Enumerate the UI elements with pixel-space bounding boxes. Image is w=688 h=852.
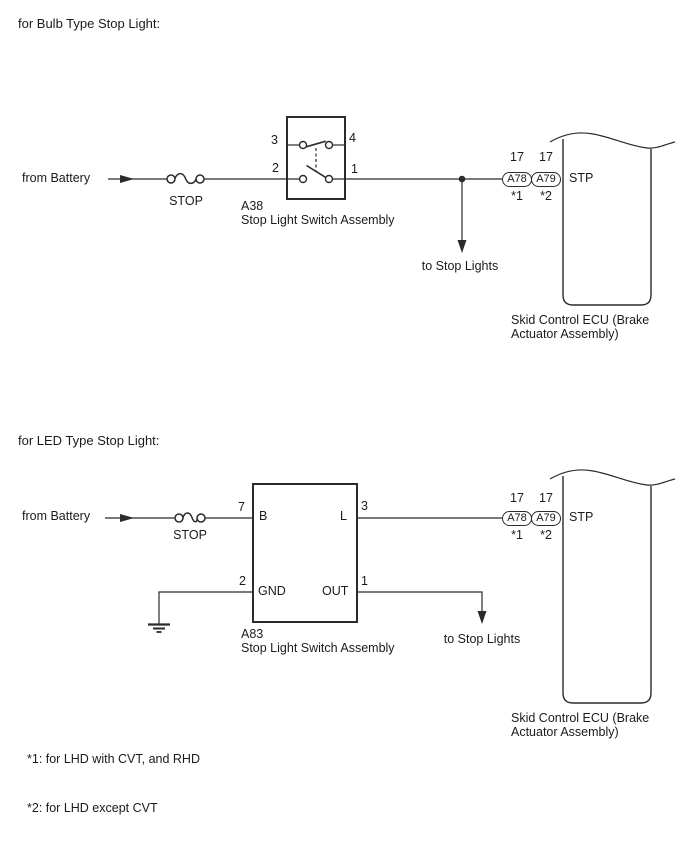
led-connector-a79-pill: A79 — [531, 511, 561, 526]
led-ecu-name-line1: Skid Control ECU (Brake — [511, 711, 650, 725]
led-battery-arrowhead-icon — [120, 514, 134, 522]
led-connector-a78-terminal: 17 — [510, 491, 524, 505]
bulb-branch-arrowhead-icon — [457, 240, 467, 253]
bulb-switch-contact-2 — [298, 174, 308, 184]
led-circuit-lines — [105, 469, 676, 704]
led-connector-a78-pill: A78 — [502, 511, 532, 526]
bulb-branch-label: to Stop Lights — [421, 259, 499, 273]
bulb-pin-2-label: 2 — [272, 161, 279, 175]
led-terminal-l-label: L — [340, 509, 347, 523]
bulb-ecu-torn-edge — [549, 132, 676, 149]
bulb-battery-arrowhead-icon — [120, 175, 134, 183]
bulb-ecu-name-line1: Skid Control ECU (Brake — [511, 313, 650, 327]
led-ecu-terminal-label: STP — [569, 510, 594, 524]
bulb-connector-a79-terminal: 17 — [539, 150, 553, 164]
bulb-connector-a78-pill: A78 — [502, 172, 532, 187]
bulb-connector-a78-terminal: 17 — [510, 150, 524, 164]
bulb-switch-box — [286, 116, 346, 200]
led-switch-name-label: Stop Light Switch Assembly — [241, 641, 395, 655]
bulb-connector-a79-note: *2 — [540, 189, 552, 203]
led-fuse-right-terminal — [196, 513, 206, 523]
bulb-connector-a78-note: *1 — [511, 189, 523, 203]
led-fuse-left-terminal — [174, 513, 184, 523]
bulb-pin-1-label: 1 — [351, 162, 358, 176]
led-out-wire — [357, 591, 483, 612]
led-switch-box — [252, 483, 358, 623]
led-fuse-element-icon — [182, 512, 199, 523]
led-pin-2-label: 2 — [239, 574, 246, 588]
bulb-switch-contact-1 — [324, 174, 334, 184]
led-pin-3-label: 3 — [361, 499, 368, 513]
bulb-fuse-label: STOP — [169, 194, 203, 208]
bulb-circuit-lines — [108, 116, 676, 306]
bulb-connector-a79-pill: A79 — [531, 172, 561, 187]
bulb-switch-closed-arm — [305, 140, 327, 148]
led-ecu-outline — [562, 476, 652, 704]
led-terminal-gnd-label: GND — [258, 584, 286, 598]
led-ecu-name-line2: Actuator Assembly) — [511, 725, 619, 739]
bulb-switch-name-label: Stop Light Switch Assembly — [241, 213, 395, 227]
led-terminal-out-label: OUT — [322, 584, 349, 598]
bulb-fuse-element-icon — [174, 172, 197, 185]
bulb-from-battery-label: from Battery — [22, 171, 91, 185]
bulb-pin-3-label: 3 — [271, 133, 278, 147]
led-pin-1-label: 1 — [361, 574, 368, 588]
bulb-ecu-name-line2: Actuator Assembly) — [511, 327, 619, 341]
bulb-ecu-outline — [562, 139, 652, 306]
bulb-fuse-left-terminal — [166, 174, 176, 184]
footnote-1: *1: for LHD with CVT, and RHD — [27, 752, 200, 766]
led-switch-id-label: A83 — [241, 627, 264, 641]
bulb-section-title: for Bulb Type Stop Light: — [18, 16, 161, 31]
bulb-switch-open-arm — [306, 164, 327, 179]
led-connector-a78-note: *1 — [511, 528, 523, 542]
led-ecu-torn-edge — [549, 469, 676, 486]
led-branch-label: to Stop Lights — [443, 632, 521, 646]
bulb-switch-id-label: A38 — [241, 199, 264, 213]
bulb-pin-4-label: 4 — [349, 131, 356, 145]
led-pin-7-label: 7 — [238, 500, 245, 514]
led-connector-a79-note: *2 — [540, 528, 552, 542]
bulb-switch-contact-3 — [298, 140, 308, 150]
led-ground-wire — [158, 591, 253, 624]
led-fuse-label: STOP — [173, 528, 207, 542]
bulb-switch-contact-4 — [324, 140, 334, 150]
led-from-battery-label: from Battery — [22, 509, 91, 523]
led-terminal-b-label: B — [259, 509, 268, 523]
bulb-ecu-terminal-label: STP — [569, 171, 594, 185]
bulb-fuse-right-terminal — [195, 174, 205, 184]
led-out-arrowhead-icon — [477, 611, 487, 624]
led-connector-a79-terminal: 17 — [539, 491, 553, 505]
led-section-title: for LED Type Stop Light: — [18, 433, 160, 448]
footnote-2: *2: for LHD except CVT — [27, 801, 158, 815]
